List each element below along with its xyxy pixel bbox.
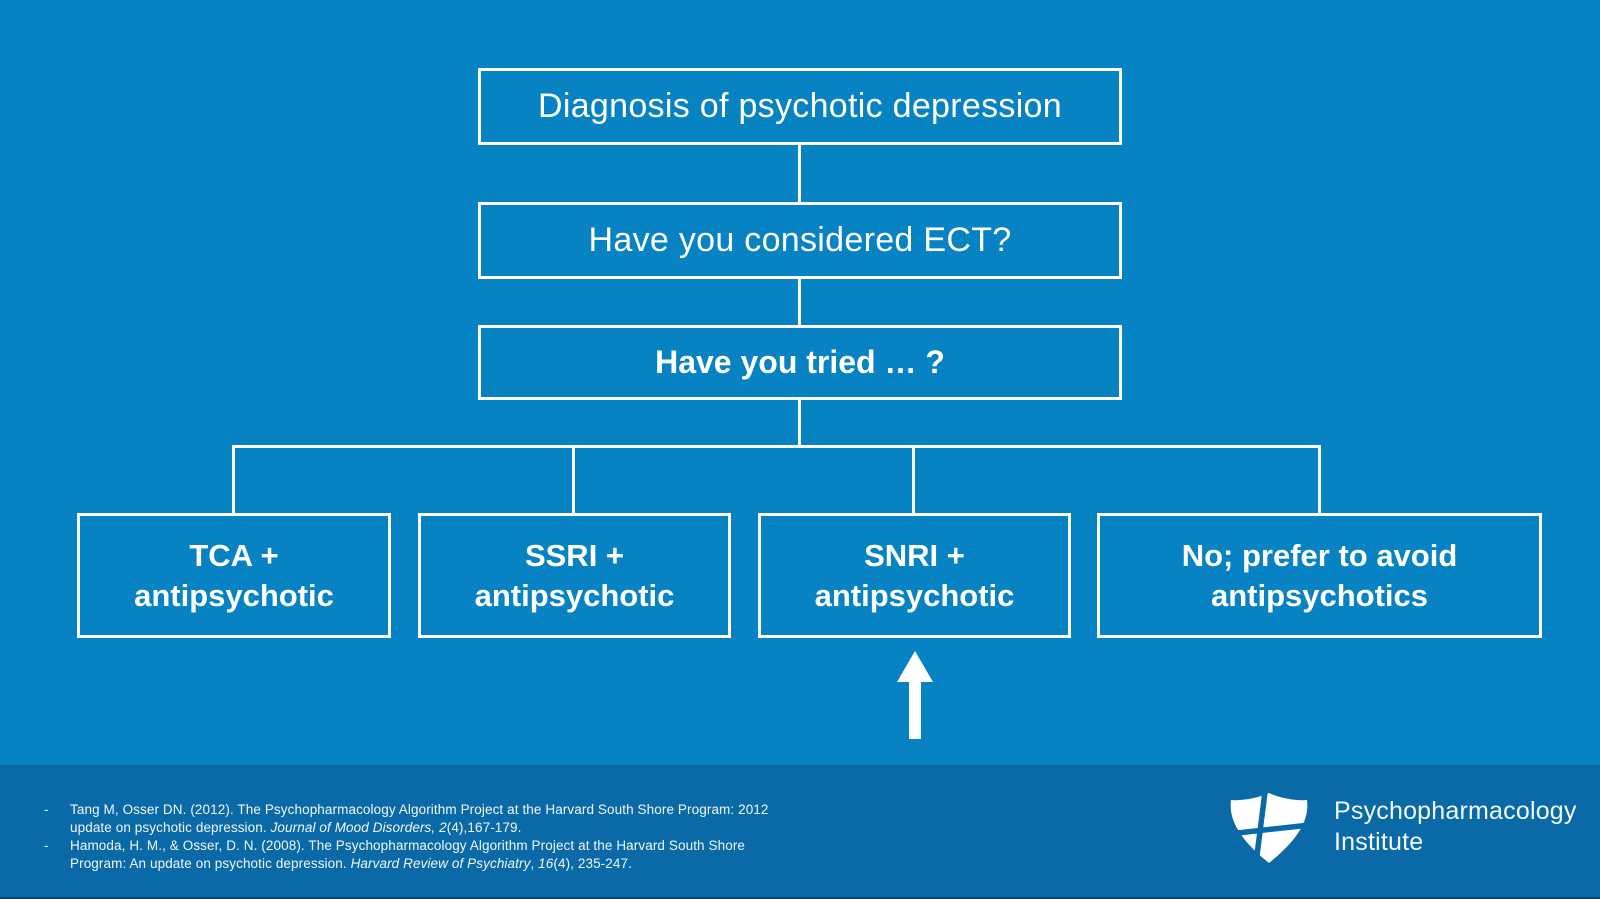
bottom-edge-divider <box>0 897 1600 899</box>
node-no-avoid-antipsychotics: No; prefer to avoid antipsychotics <box>1097 513 1542 638</box>
node-label-line: antipsychotics <box>1210 577 1429 613</box>
node-label-line: antipsychotic <box>814 577 1015 613</box>
connector-line <box>912 445 915 514</box>
shield-logo-icon <box>1228 792 1310 864</box>
node-label-line: SNRI + <box>864 538 965 574</box>
footer-band: - Tang M, Osser DN. (2012). The Psychoph… <box>0 765 1600 899</box>
reference-item: - Hamoda, H. M., & Osser, D. N. (2008). … <box>44 837 769 855</box>
node-label-line: antipsychotic <box>134 577 334 613</box>
reference-text-line: update on psychotic depression. Journal … <box>70 820 522 835</box>
logo-line-2: Institute <box>1334 828 1424 856</box>
connector-line <box>798 145 801 203</box>
node-considered-ect: Have you considered ECT? <box>478 202 1122 279</box>
references-list: - Tang M, Osser DN. (2012). The Psychoph… <box>44 801 769 873</box>
node-have-you-tried: Have you tried … ? <box>478 325 1122 400</box>
connector-line <box>1318 445 1321 514</box>
node-label-line: TCA + <box>189 538 279 574</box>
reference-bullet: - <box>44 802 49 817</box>
logo-wordmark: Psychopharmacology Institute <box>1334 796 1577 858</box>
up-arrow-icon <box>897 651 933 739</box>
node-diagnosis: Diagnosis of psychotic depression <box>478 68 1122 145</box>
connector-line <box>232 445 235 514</box>
node-snri-antipsychotic: SNRI + antipsychotic <box>758 513 1071 638</box>
reference-bullet: - <box>44 838 49 853</box>
node-label-line: antipsychotic <box>474 577 675 613</box>
connector-line <box>798 279 801 326</box>
connector-line <box>572 445 575 514</box>
node-ssri-antipsychotic: SSRI + antipsychotic <box>418 513 731 638</box>
reference-text-line: Tang M, Osser DN. (2012). The Psychophar… <box>70 802 769 817</box>
logo-line-1: Psychopharmacology <box>1334 797 1577 825</box>
reference-text-line: Program: An update on psychotic depressi… <box>70 856 632 871</box>
connector-line <box>798 400 801 448</box>
connector-line <box>232 445 1321 448</box>
reference-text-line: Hamoda, H. M., & Osser, D. N. (2008). Th… <box>70 838 746 853</box>
node-label-line: No; prefer to avoid <box>1181 538 1458 574</box>
node-tca-antipsychotic: TCA + antipsychotic <box>77 513 391 638</box>
node-label-line: SSRI + <box>524 538 625 574</box>
reference-item: - Tang M, Osser DN. (2012). The Psychoph… <box>44 801 769 819</box>
